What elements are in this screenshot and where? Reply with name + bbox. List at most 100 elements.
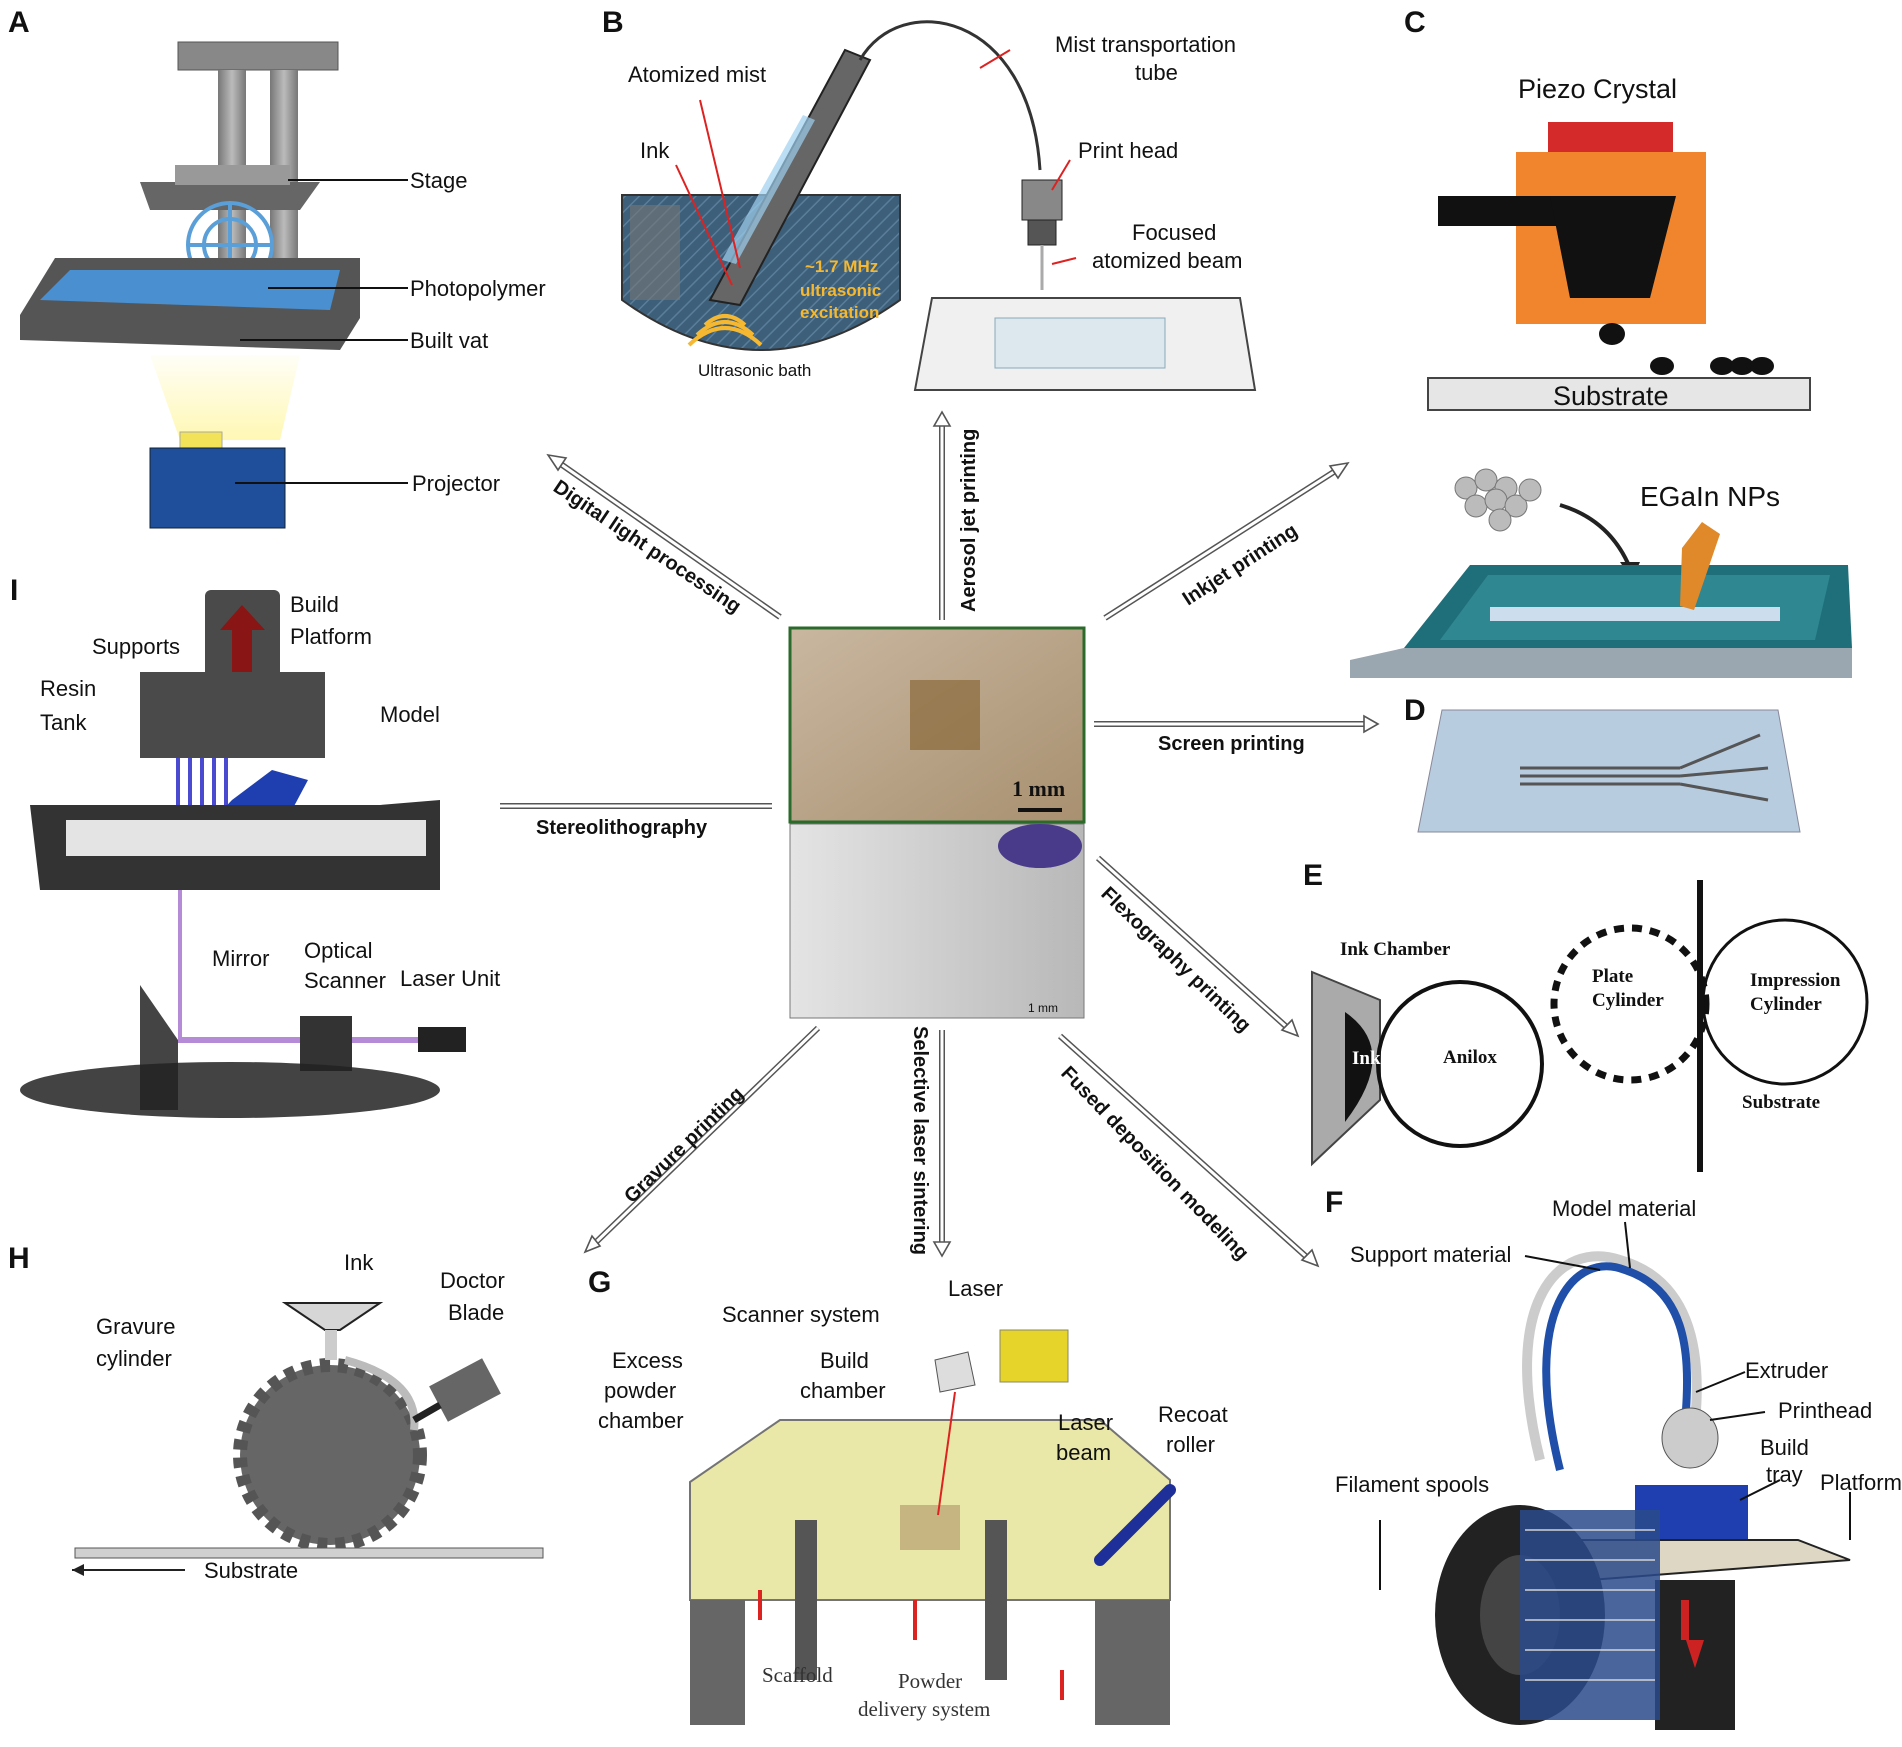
method-label-fdm: Fused deposition modeling [1056, 1062, 1252, 1264]
label-print-head: Print head [1078, 138, 1178, 163]
label-built-vat: Built vat [410, 328, 488, 353]
label-model: Model [380, 702, 440, 727]
label-ultrasonic-bath: Ultrasonic bath [698, 361, 811, 380]
label-tray: tray [1766, 1462, 1803, 1487]
label-ink-chamber: Ink Chamber [1340, 939, 1451, 960]
arrow-up-icon [220, 605, 265, 680]
label-extruder: Extruder [1745, 1358, 1828, 1383]
label-impression-line2: Cylinder [1750, 994, 1822, 1015]
label-projector: Projector [412, 471, 500, 496]
label-build-platform-line2: Platform [290, 624, 372, 649]
label-doctor-line1: Doctor [440, 1268, 505, 1293]
arrow-screen [1094, 714, 1380, 734]
arrow-inkjet [1103, 461, 1350, 621]
egain-tank [1350, 468, 1852, 678]
panel-letter-g: G [588, 1266, 611, 1299]
method-label-flexography: Flexography printing [1097, 883, 1255, 1037]
piezo-printhead [1438, 122, 1774, 375]
label-focused-line1: Focused [1132, 220, 1216, 245]
printed-substrate [913, 297, 1257, 391]
label-optical-line1: Optical [304, 938, 372, 963]
sls-illustration [689, 1329, 1176, 1725]
label-laser: Laser [948, 1276, 1003, 1301]
label-platform: Platform [1820, 1470, 1902, 1495]
fdm-leaders [1379, 1221, 1851, 1590]
arrow-digital-light-processing [546, 453, 782, 620]
label-doctor-line2: Blade [448, 1300, 504, 1325]
label-gravure-line2: cylinder [96, 1346, 172, 1371]
panel-g-sls: G Laser Scanner system Excess powder cha… [588, 1266, 1228, 1725]
arrow-flexography [1095, 855, 1300, 1038]
panel-c-inkjet: C Piezo Crystal Substrate [1350, 6, 1852, 678]
dlp-printer-illustration [20, 41, 360, 529]
label-gravure-line1: Gravure [96, 1314, 175, 1339]
label-substrate-h: Substrate [204, 1558, 298, 1583]
label-mist-tube-line1: Mist transportation [1055, 32, 1236, 57]
label-supports: Supports [92, 634, 180, 659]
arrow-gravure [583, 1025, 821, 1254]
aerosol-leaders [675, 49, 1077, 286]
label-excess-line2: powder [604, 1378, 676, 1403]
panel-letter-i: I [10, 574, 18, 607]
label-excitation-line1: ~1.7 MHz [805, 257, 878, 276]
label-piezo-crystal: Piezo Crystal [1518, 74, 1677, 104]
label-build: Build [1760, 1435, 1809, 1460]
label-build-chamber-line1: Build [820, 1348, 869, 1373]
panel-letter-h: H [8, 1242, 30, 1275]
label-excess-line3: chamber [598, 1408, 684, 1433]
label-optical-line2: Scanner [304, 968, 386, 993]
panel-letter-f: F [1325, 1186, 1343, 1219]
panel-d-screen: D [1404, 694, 1801, 833]
label-resin-line1: Resin [40, 676, 96, 701]
label-recoat-line1: Recoat [1158, 1402, 1228, 1427]
label-excitation-line2: ultrasonic [800, 281, 881, 300]
label-scanner-system: Scanner system [722, 1302, 880, 1327]
label-ink-h: Ink [344, 1250, 374, 1275]
label-resin-line2: Tank [40, 710, 87, 735]
arrow-fdm [1057, 1033, 1320, 1268]
photopolymer-vat [40, 270, 340, 310]
plate-cylinder [1550, 924, 1710, 1084]
label-printhead: Printhead [1778, 1398, 1872, 1423]
method-label-aerosol: Aerosol jet printing [958, 429, 980, 612]
label-mist-tube-line2: tube [1135, 60, 1178, 85]
panel-f-fdm: F Model m [1325, 1186, 1902, 1730]
double-arrow-icon [546, 453, 568, 472]
panel-letter-c: C [1404, 6, 1426, 39]
label-laser-beam-line2: beam [1056, 1440, 1111, 1465]
label-substrate-e: Substrate [1742, 1092, 1820, 1113]
label-ink-e: Ink [1352, 1048, 1381, 1069]
label-build-chamber-line2: chamber [800, 1378, 886, 1403]
panel-letter-e: E [1303, 859, 1323, 892]
panel-b-aerosol: B ~1.7 MHz ultrasonic excitation [602, 6, 1257, 391]
label-build-platform-line1: Build [290, 592, 339, 617]
label-stage: Stage [410, 168, 468, 193]
label-excess-line1: Excess [612, 1348, 683, 1373]
label-powder-line2: delivery system [858, 1697, 990, 1721]
arrow-sls [932, 1030, 952, 1258]
label-egain: EGaIn NPs [1640, 481, 1780, 512]
ultrasonic-bath: ~1.7 MHz ultrasonic excitation [621, 194, 901, 351]
label-ink: Ink [640, 138, 670, 163]
label-anilox: Anilox [1443, 1047, 1497, 1068]
label-plate-line1: Plate [1592, 966, 1633, 987]
panel-letter-d: D [1404, 694, 1426, 727]
label-powder-line1: Powder [898, 1669, 962, 1693]
atomizer-tube [708, 20, 1063, 307]
label-scaffold: Scaffold [762, 1663, 833, 1687]
panel-e-flexography: E Ink Chamber Ink Anilox Plate Cylinder … [1303, 859, 1869, 1172]
label-mirror: Mirror [212, 946, 269, 971]
method-label-screen: Screen printing [1158, 733, 1305, 755]
gravure-illustration [72, 1302, 544, 1576]
method-label-sls: Selective laser sintering [909, 1026, 931, 1255]
method-label-stereolithography: Stereolithography [536, 817, 708, 839]
arrow-aerosol-jet [932, 410, 952, 620]
label-plate-line2: Cylinder [1592, 990, 1664, 1011]
label-substrate-c: Substrate [1553, 381, 1669, 411]
label-laser-unit: Laser Unit [400, 966, 500, 991]
label-filament-spools: Filament spools [1335, 1472, 1489, 1497]
panel-letter-b: B [602, 6, 624, 39]
scale-bar-bottom: 1 mm [1028, 1001, 1058, 1015]
panel-i-sla: I Build Platform Supports Resin Tank Mod… [10, 574, 500, 1118]
